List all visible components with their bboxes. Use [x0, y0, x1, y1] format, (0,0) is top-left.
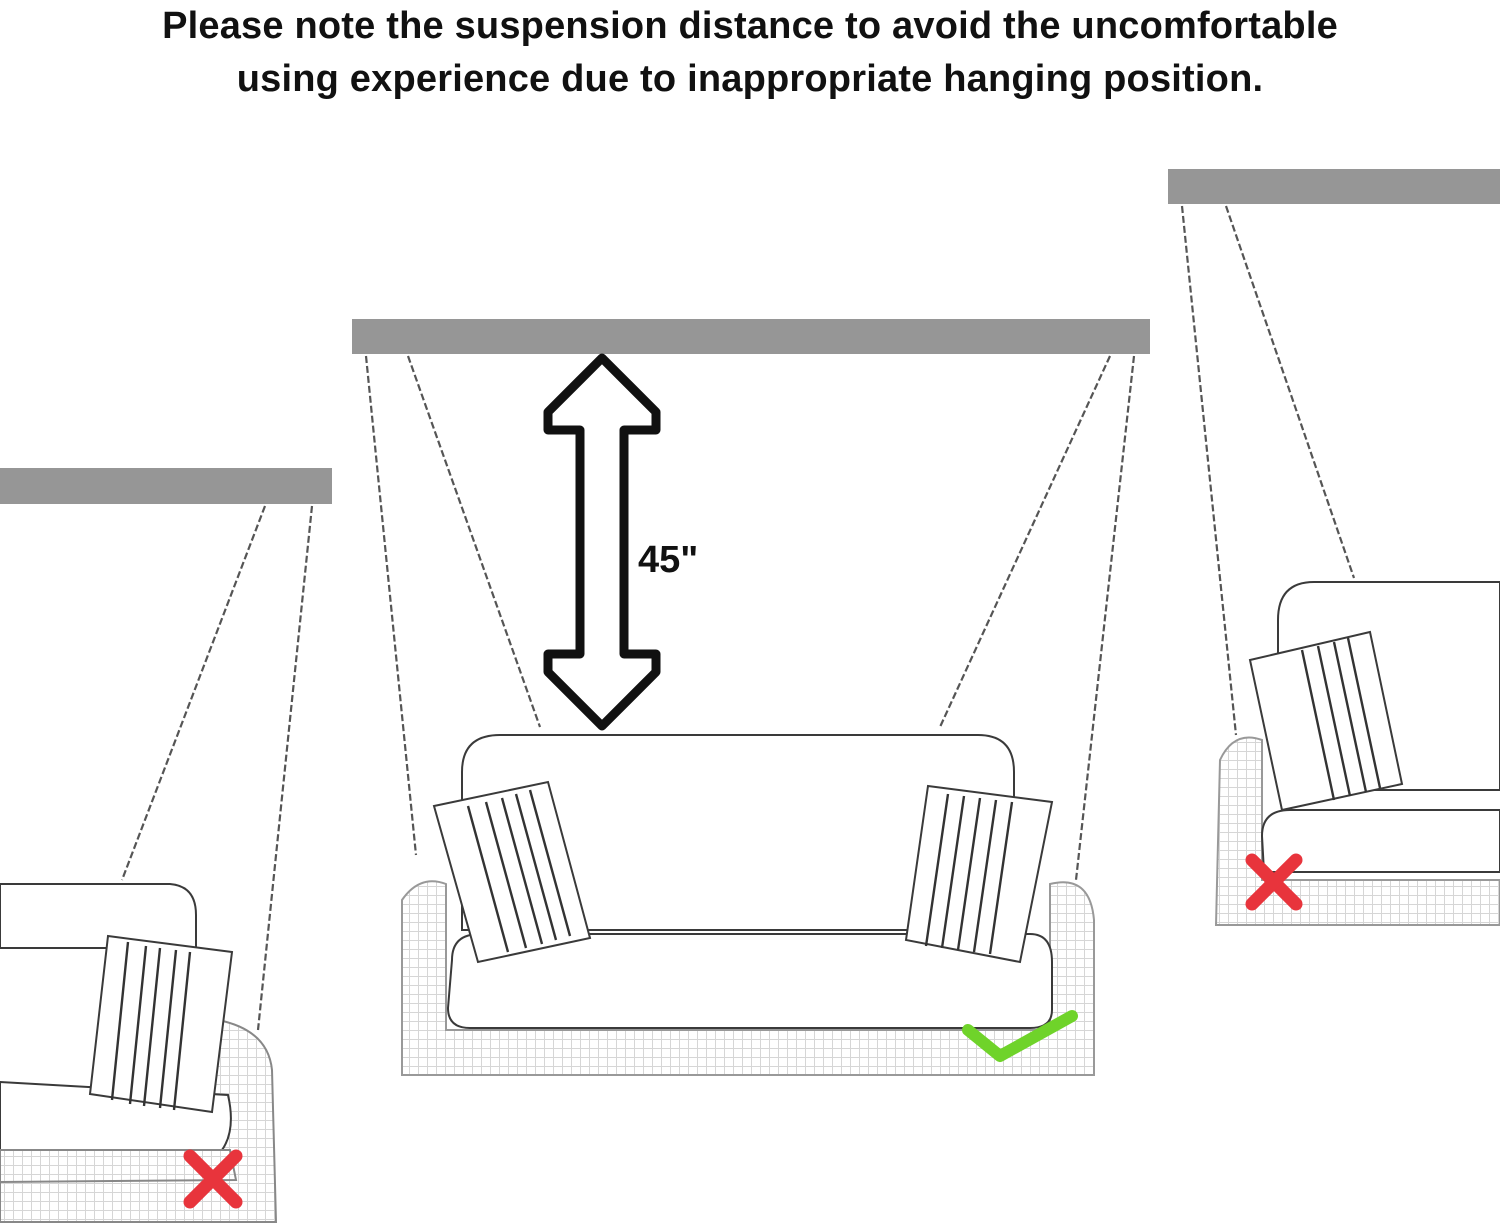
- right-swing-panel: [1168, 169, 1500, 926]
- right-beam: [1168, 169, 1500, 204]
- red-x-icon: [1245, 853, 1303, 911]
- center-swing-sofa: [401, 734, 1095, 1076]
- dimension-arrow-icon: [543, 353, 661, 731]
- left-swing-panel: [0, 468, 332, 1223]
- instruction-line-1: Please note the suspension distance to a…: [162, 5, 1338, 47]
- green-check-icon: [962, 1010, 1078, 1062]
- left-beam: [0, 468, 332, 504]
- center-beam: [352, 319, 1150, 354]
- right-chains: [1180, 205, 1356, 736]
- red-x-icon: [183, 1149, 243, 1209]
- center-chains: [364, 355, 1136, 881]
- left-chains: [120, 505, 314, 1031]
- left-swing-sofa: [0, 883, 278, 1223]
- center-swing-panel: [352, 319, 1150, 1076]
- right-swing-sofa: [1214, 581, 1500, 926]
- dimension-label: 45": [638, 539, 698, 581]
- instruction-heading: Please note the suspension distance to a…: [0, 0, 1500, 106]
- instruction-line-2: using experience due to inappropriate ha…: [236, 58, 1264, 100]
